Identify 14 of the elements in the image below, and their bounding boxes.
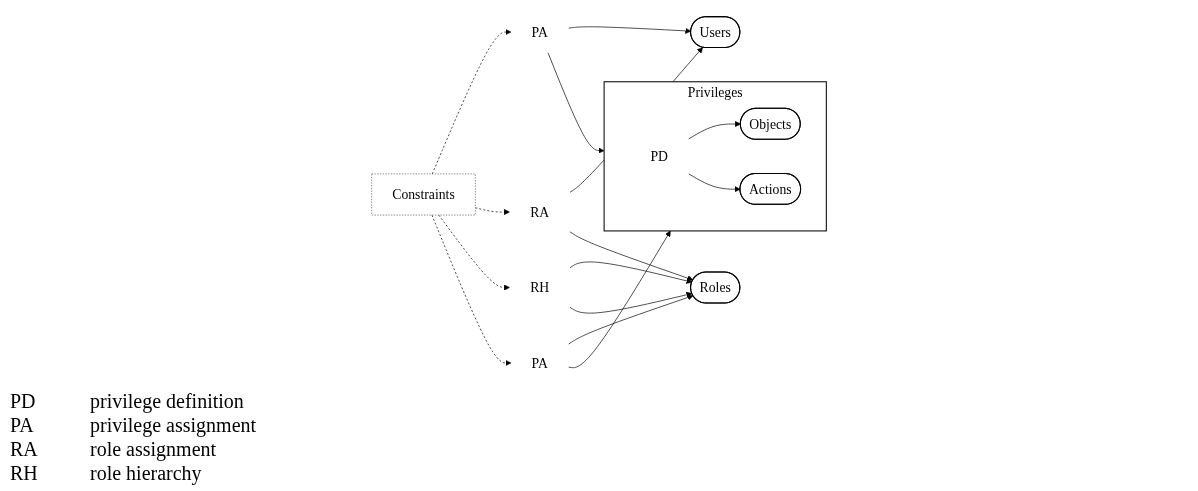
abbreviation-meaning: role hierarchy bbox=[90, 461, 203, 485]
node-text: PD bbox=[650, 148, 668, 164]
abbreviation: RA bbox=[10, 437, 39, 461]
node-text: RA bbox=[530, 204, 550, 220]
abbreviation-meaning: privilege definition bbox=[90, 389, 245, 413]
node-text: RH bbox=[530, 279, 550, 296]
node-text: PA bbox=[531, 24, 548, 40]
abbreviation: PA bbox=[10, 413, 35, 437]
abbreviation: RH bbox=[10, 461, 39, 485]
abbreviation: PD bbox=[10, 389, 37, 413]
abbreviation-meaning: privilege assignment bbox=[90, 413, 257, 437]
abbreviation-meaning: role assignment bbox=[90, 437, 218, 461]
node-text: PA bbox=[531, 355, 548, 371]
node-box: Constraints bbox=[371, 173, 476, 216]
